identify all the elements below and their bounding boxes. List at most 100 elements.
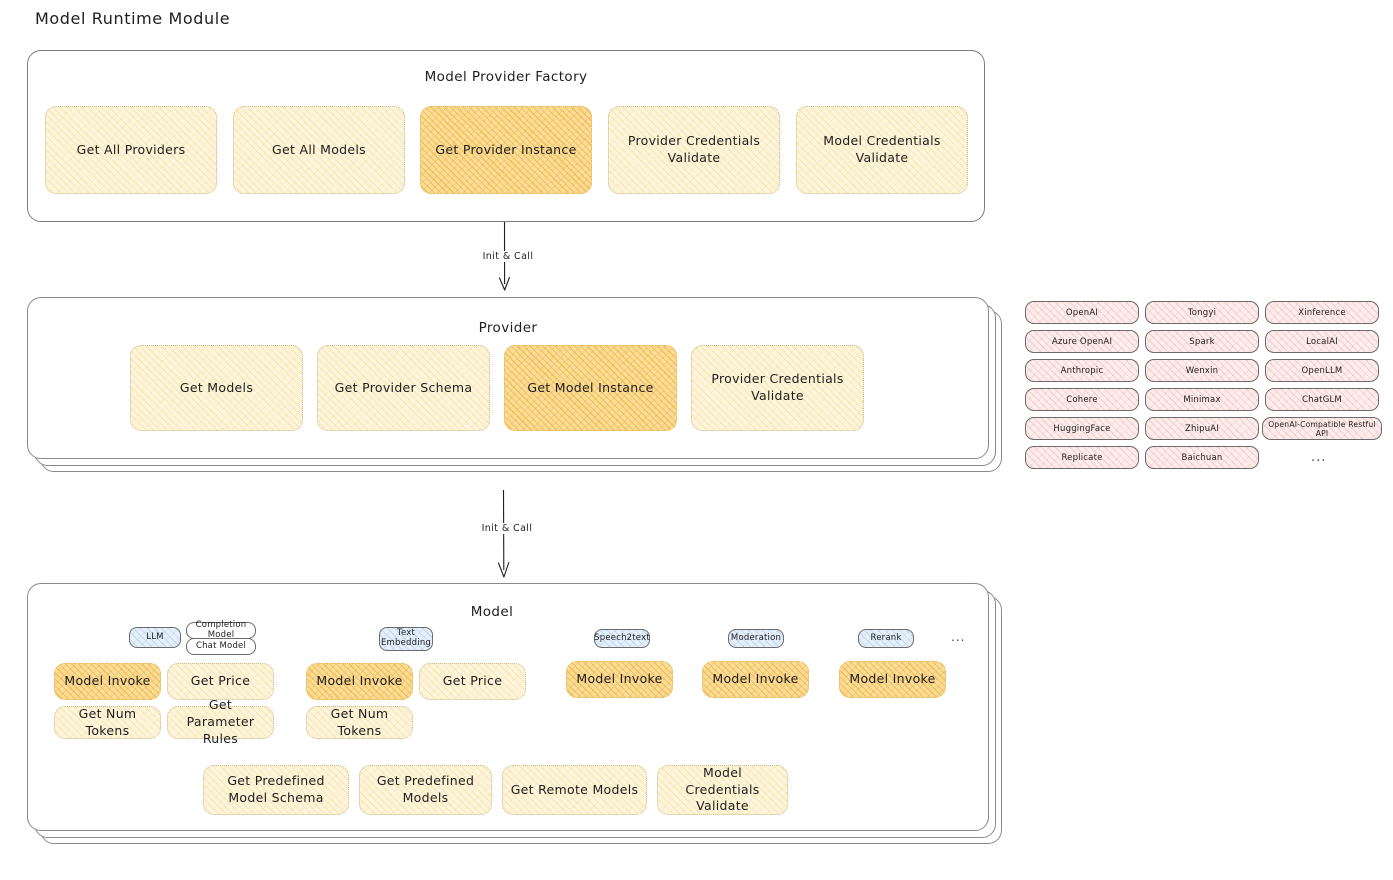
- speech2text-action-model-invoke[interactable]: Model Invoke: [566, 661, 673, 698]
- model-type-badge-label: Moderation: [730, 632, 782, 643]
- provider-action-get-provider-schema[interactable]: Get Provider Schema: [317, 345, 490, 431]
- provider-action-label: Get Model Instance: [527, 379, 654, 395]
- arrow-label: Init & Call: [460, 523, 554, 534]
- provider-chip-label: Azure OpenAI: [1051, 336, 1113, 347]
- provider-chip-label: Spark: [1189, 336, 1215, 347]
- provider-chip-minimax[interactable]: Minimax: [1145, 388, 1259, 411]
- provider-chip-label: Xinference: [1298, 307, 1346, 318]
- factory-action-label: Provider Credentials Validate: [627, 133, 761, 165]
- text-embedding-action-get-price[interactable]: Get Price: [419, 663, 526, 700]
- model-action-label: Get Price: [442, 673, 503, 689]
- model-shared-action-get-predefined-model-schema[interactable]: Get Predefined Model Schema: [203, 765, 349, 815]
- model-type-badge-label: LLM: [146, 631, 164, 642]
- model-type-badge-label: Completion Model: [195, 619, 247, 640]
- model-shared-action-model-credentials-validate[interactable]: Model Credentials Validate: [657, 765, 788, 815]
- provider-chip-zhipuai[interactable]: ZhipuAI: [1145, 417, 1259, 440]
- text-embedding-action-model-invoke[interactable]: Model Invoke: [306, 663, 413, 700]
- provider-chip-azure-openai[interactable]: Azure OpenAI: [1025, 330, 1139, 353]
- provider-chip-label: ChatGLM: [1302, 394, 1342, 405]
- model-type-badge-completion-model[interactable]: Completion Model: [186, 619, 256, 640]
- model-action-label: Model Invoke: [64, 673, 151, 689]
- provider-chip-label: Baichuan: [1181, 452, 1223, 463]
- model-type-badge-chat-model[interactable]: Chat Model: [186, 638, 256, 655]
- model-type-badge-llm[interactable]: LLM: [129, 627, 181, 648]
- model-shared-action-get-predefined-models[interactable]: Get Predefined Models: [359, 765, 492, 815]
- model-action-label: Get Price: [190, 673, 251, 689]
- page-title: Model Runtime Module: [35, 9, 231, 28]
- llm-action-get-parameter-rules[interactable]: Get Parameter Rules: [167, 697, 274, 746]
- factory-action-label: Get All Models: [272, 141, 366, 157]
- provider-chip-openllm[interactable]: OpenLLM: [1265, 359, 1379, 382]
- provider-chip-chatglm[interactable]: ChatGLM: [1265, 388, 1379, 411]
- provider-chip-label: OpenAI: [1065, 307, 1099, 318]
- provider-chip-wenxin[interactable]: Wenxin: [1145, 359, 1259, 382]
- moderation-action-model-invoke[interactable]: Model Invoke: [702, 661, 809, 698]
- provider-chip-label: ZhipuAI: [1184, 423, 1220, 434]
- provider-chip-replicate[interactable]: Replicate: [1025, 446, 1139, 469]
- provider-action-label: Provider Credentials Validate: [711, 371, 844, 403]
- model-types-more-ellipsis: ...: [951, 630, 966, 644]
- model-type-badge-text-embedding[interactable]: Text Embedding: [379, 627, 433, 651]
- model-stack: [27, 583, 1017, 849]
- model-action-label: Model Credentials Validate: [685, 764, 760, 814]
- provider-action-provider-credentials-validate[interactable]: Provider Credentials Validate: [691, 345, 864, 431]
- model-action-label: Model Invoke: [712, 671, 799, 687]
- model-type-badge-label: Rerank: [870, 632, 902, 643]
- provider-chip-spark[interactable]: Spark: [1145, 330, 1259, 353]
- model-action-label: Get Parameter Rules: [186, 697, 255, 746]
- factory-action-provider-credentials-validate[interactable]: Provider Credentials Validate: [608, 106, 780, 194]
- provider-chip-cohere[interactable]: Cohere: [1025, 388, 1139, 411]
- factory-action-label: Get Provider Instance: [435, 141, 577, 157]
- model-action-label: Get Remote Models: [510, 781, 639, 797]
- factory-action-get-all-providers[interactable]: Get All Providers: [45, 106, 217, 194]
- provider-chip-label: LocalAI: [1306, 336, 1338, 347]
- llm-action-get-price[interactable]: Get Price: [167, 663, 274, 700]
- provider-chip-label: Minimax: [1183, 394, 1221, 405]
- provider-chip-xinference[interactable]: Xinference: [1265, 301, 1379, 324]
- arrow-icon: [497, 489, 510, 578]
- factory-action-model-credentials-validate[interactable]: Model Credentials Validate: [796, 106, 968, 194]
- provider-chip-label: Replicate: [1061, 452, 1103, 463]
- provider-chip-localai[interactable]: LocalAI: [1265, 330, 1379, 353]
- model-type-badge-label: Text Embedding: [380, 628, 431, 648]
- llm-action-model-invoke[interactable]: Model Invoke: [54, 663, 161, 700]
- factory-action-label: Get All Providers: [76, 141, 186, 157]
- model-type-badge-speech2text[interactable]: Speech2text: [594, 629, 650, 648]
- model-type-badge-rerank[interactable]: Rerank: [858, 629, 914, 648]
- provider-chip-label: Cohere: [1066, 394, 1098, 405]
- provider-chip-label: OpenLLM: [1301, 365, 1343, 376]
- model-action-label: Model Invoke: [849, 671, 936, 687]
- provider-chip-openai-compatible-restful-api[interactable]: OpenAI-Compatible Restful API: [1262, 417, 1382, 440]
- model-type-badge-label: Chat Model: [195, 640, 247, 651]
- model-type-badge-moderation[interactable]: Moderation: [728, 629, 784, 648]
- arrow-label: Init & Call: [462, 251, 554, 262]
- model-provider-factory-title: Model Provider Factory: [424, 69, 588, 85]
- provider-list-more-ellipsis: ...: [1311, 450, 1327, 465]
- model-type-badge-label: Speech2text: [594, 632, 650, 643]
- provider-action-get-model-instance[interactable]: Get Model Instance: [504, 345, 677, 431]
- provider-chip-openai[interactable]: OpenAI: [1025, 301, 1139, 324]
- provider-chip-anthropic[interactable]: Anthropic: [1025, 359, 1139, 382]
- provider-chip-label: HuggingFace: [1053, 423, 1111, 434]
- provider-action-get-models[interactable]: Get Models: [130, 345, 303, 431]
- provider-chip-tongyi[interactable]: Tongyi: [1145, 301, 1259, 324]
- factory-action-get-all-models[interactable]: Get All Models: [233, 106, 405, 194]
- model-action-label: Get Num Tokens: [330, 705, 389, 738]
- provider-action-label: Get Provider Schema: [334, 379, 473, 395]
- arrow-factory-to-provider: Init & Call: [460, 221, 554, 300]
- provider-chip-baichuan[interactable]: Baichuan: [1145, 446, 1259, 469]
- provider-chip-huggingface[interactable]: HuggingFace: [1025, 417, 1139, 440]
- provider-action-label: Get Models: [179, 379, 254, 395]
- model-shared-action-get-remote-models[interactable]: Get Remote Models: [502, 765, 647, 815]
- factory-action-get-provider-instance[interactable]: Get Provider Instance: [420, 106, 592, 194]
- provider-chip-label: Wenxin: [1185, 365, 1219, 376]
- model-title: Model: [470, 604, 514, 620]
- model-action-label: Model Invoke: [316, 673, 403, 689]
- model-action-label: Model Invoke: [576, 671, 663, 687]
- rerank-action-model-invoke[interactable]: Model Invoke: [839, 661, 946, 698]
- factory-action-label: Model Credentials Validate: [823, 133, 941, 165]
- provider-title: Provider: [478, 320, 538, 336]
- model-action-label: Get Num Tokens: [78, 705, 137, 738]
- llm-action-get-num-tokens[interactable]: Get Num Tokens: [54, 706, 161, 739]
- text-embedding-action-get-num-tokens[interactable]: Get Num Tokens: [306, 706, 413, 739]
